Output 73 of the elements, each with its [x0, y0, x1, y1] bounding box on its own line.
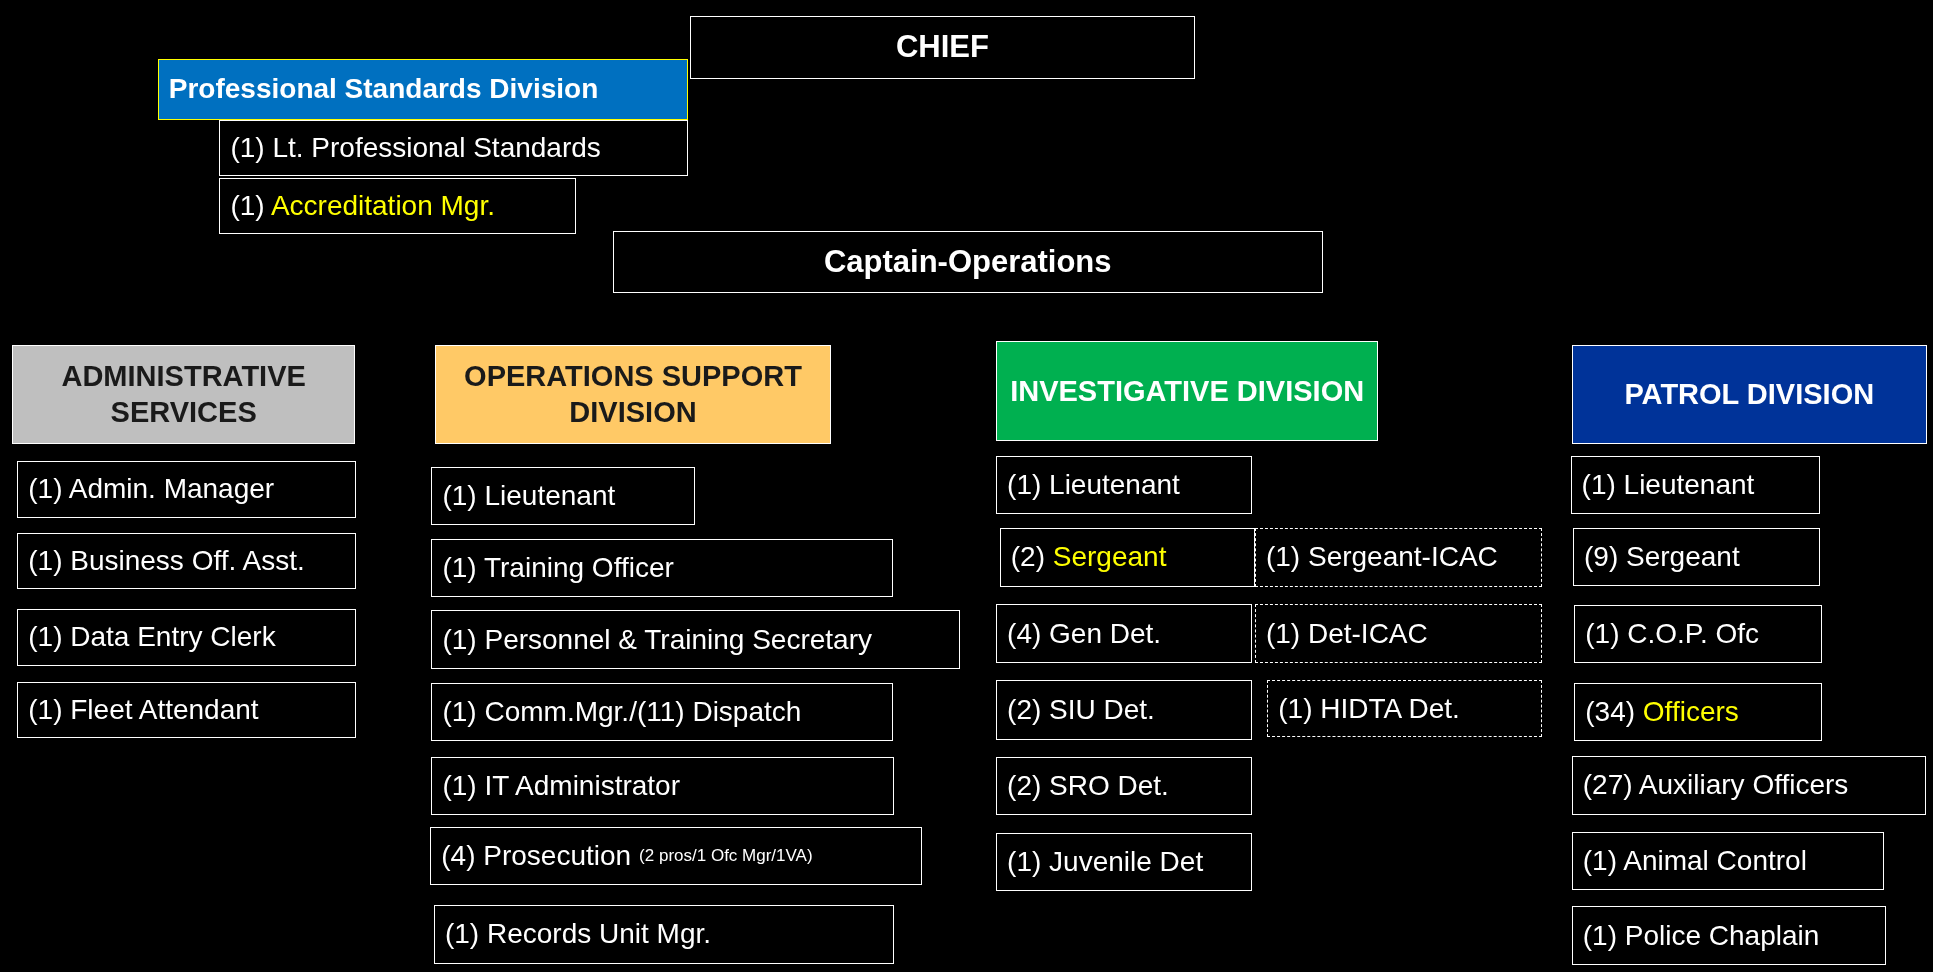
division-header [996, 341, 1379, 442]
position-label: (1) C.O.P. Ofc [1585, 618, 1759, 651]
position-label: (4) Gen Det. [1007, 617, 1162, 650]
position-box [1571, 832, 1884, 891]
position-box [1254, 604, 1543, 664]
position-box [430, 827, 923, 886]
position-box [1570, 456, 1820, 515]
position-box [1573, 527, 1820, 586]
position-label: (1) Training Officer [442, 551, 674, 584]
position-label: (1) Lieutenant [442, 480, 616, 513]
position-label: (1) Lt. Professional Standards [230, 131, 601, 164]
position-label: (1) Accreditation Mgr. [230, 189, 495, 222]
position-label: (2) Sergeant [1010, 541, 1167, 574]
position-label: (1) Data Entry Clerk [28, 621, 276, 654]
position-label: (34) Officers [1585, 695, 1739, 728]
title-box [690, 16, 1195, 79]
title-label: CHIEF [895, 28, 989, 67]
position-box [999, 527, 1255, 587]
position-label: (1) Animal Control [1582, 845, 1807, 878]
position-label: (1) Business Off. Asst. [28, 544, 305, 577]
position-box [17, 681, 357, 739]
division-title: PATROL DIVISION [1624, 377, 1875, 413]
position-box [996, 756, 1253, 815]
position-label: (2) SRO Det. [1007, 769, 1169, 802]
position-box [1574, 682, 1823, 741]
position-box [1571, 906, 1887, 966]
position-box [431, 467, 696, 526]
division-title: Professional Standards Division [168, 73, 599, 106]
position-label: (1) Admin. Manager [28, 473, 275, 506]
position-box [433, 904, 894, 965]
position-label: (1) Sergeant-ICAC [1265, 541, 1498, 574]
division-title: INVESTIGATIVE DIVISION [1010, 374, 1365, 410]
position-box [1571, 755, 1926, 815]
position-box [431, 610, 961, 670]
position-box [219, 119, 688, 177]
position-box [996, 604, 1253, 664]
position-box [431, 756, 894, 815]
position-label: (1) Det-ICAC [1265, 617, 1428, 650]
position-label: (1) Police Chaplain [1582, 919, 1820, 952]
position-label: (1) Lieutenant [1581, 469, 1755, 502]
position-label: (27) Auxiliary Officers [1582, 769, 1849, 802]
position-box [1267, 680, 1543, 738]
position-box [17, 461, 357, 518]
division-header [12, 345, 355, 444]
division-header [435, 345, 831, 444]
position-box [17, 609, 357, 666]
title-label: Captain-Operations [823, 242, 1112, 281]
position-box [1254, 527, 1543, 587]
division-header [157, 59, 688, 120]
division-header [1571, 345, 1927, 444]
position-label: (1) Juvenile Det [1007, 846, 1204, 879]
position-label: (1) Comm.Mgr./(11) Dispatch [442, 695, 802, 728]
position-label: (1) Records Unit Mgr. [444, 918, 711, 951]
position-label: (1) Personnel & Training Secretary [442, 623, 872, 656]
position-label: (1) IT Administrator [442, 769, 681, 802]
position-label: (2) SIU Det. [1007, 694, 1155, 727]
position-box [996, 456, 1253, 515]
position-label: (9) Sergeant [1584, 540, 1740, 573]
position-note: (2 pros/1 Ofc Mgr/1VA) [639, 846, 813, 867]
position-box [1574, 605, 1823, 664]
position-box [219, 177, 576, 235]
division-title: ADMINISTRATIVE SERVICES [60, 359, 307, 431]
division-title: OPERATIONS SUPPORT DIVISION [463, 359, 803, 431]
position-box [17, 532, 357, 590]
title-box [612, 230, 1323, 294]
position-label: (4) Prosecution [441, 840, 632, 873]
position-box [431, 682, 893, 741]
position-label: (1) Lieutenant [1007, 469, 1180, 502]
position-label: (1) HIDTA Det. [1278, 692, 1460, 725]
position-box [996, 833, 1253, 892]
position-label: (1) Fleet Attendant [28, 694, 259, 727]
position-box [431, 538, 893, 597]
position-box [996, 680, 1253, 740]
